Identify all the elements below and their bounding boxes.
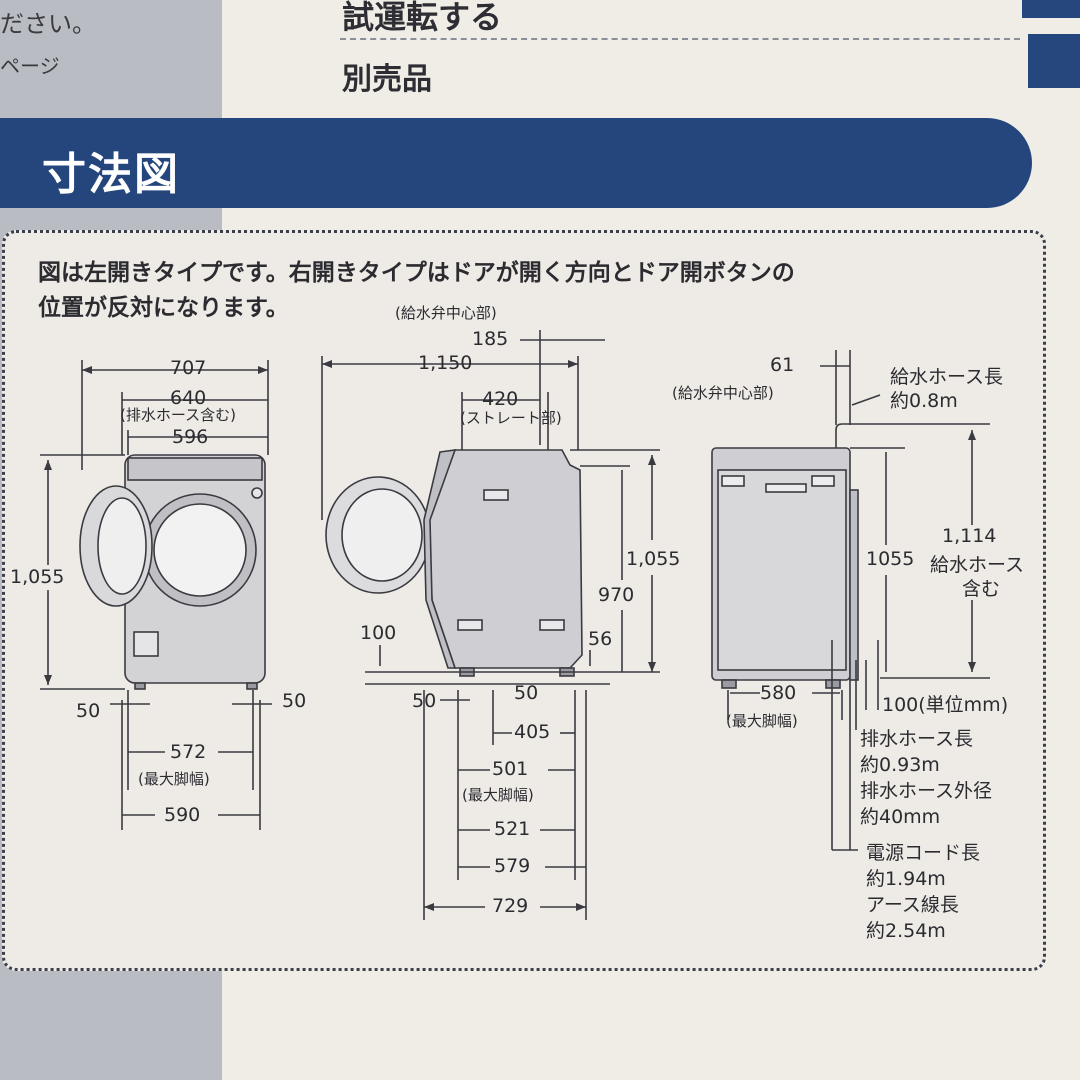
back-supply-hose-incl-2: 含む <box>962 578 1001 600</box>
side-straight-part: (ストレート部) <box>460 409 562 427</box>
section-title: 寸法図 <box>42 149 180 200</box>
page-ref-fragment: ページ <box>0 54 60 78</box>
side-dim-50-a: 50 <box>412 690 437 712</box>
side-dim-420: 420 <box>482 388 519 410</box>
note-line-2: 位置が反対になります。 <box>38 295 289 321</box>
side-dim-501: 501 <box>492 758 529 780</box>
back-dim-580: 580 <box>760 682 797 704</box>
front-hose-note: (排水ホース含む) <box>120 406 236 424</box>
back-earth-wire-length-label: アース線長 <box>866 894 959 916</box>
back-max-feet-width: (最大脚幅) <box>726 712 798 730</box>
front-width-640: 640 <box>170 387 207 409</box>
section-banner <box>0 118 1032 208</box>
back-valve-center-label: (給水弁中心部) <box>672 384 774 402</box>
back-drain-hose-diameter-value: 約40mm <box>860 806 941 828</box>
back-drain-hose-diameter-label: 排水ホース外径 <box>860 780 993 802</box>
side-dim-405: 405 <box>514 721 551 743</box>
side-dim-1055: 1,055 <box>626 548 681 570</box>
side-dim-100: 100 <box>360 622 397 644</box>
back-earth-wire-length-value: 約2.54m <box>866 920 946 942</box>
back-power-cord-length-value: 約1.94m <box>866 868 946 890</box>
side-dim-579: 579 <box>494 855 531 877</box>
previous-text-fragment: ださい。 <box>0 10 96 38</box>
back-dim-61: 61 <box>770 354 795 376</box>
front-width-596: 596 <box>172 426 209 448</box>
front-view-washer <box>79 454 266 690</box>
back-supply-hose-length-label: 給水ホース長 <box>890 366 1004 388</box>
side-dim-521: 521 <box>494 818 531 840</box>
heading-divider <box>340 38 1020 40</box>
front-offset-50-right: 50 <box>282 690 307 712</box>
index-tab-top <box>1022 0 1080 18</box>
side-dim-50-b: 50 <box>514 682 539 704</box>
back-supply-hose-incl-1: 給水ホース <box>930 554 1025 576</box>
heading-accessories: 別売品 <box>342 62 432 97</box>
front-width-707: 707 <box>170 357 207 379</box>
back-dim-100-unit: 100(単位mm) <box>882 694 1009 716</box>
front-offset-50-left: 50 <box>76 700 101 722</box>
front-feet-572: 572 <box>170 741 207 763</box>
heading-test-run: 試運転する <box>342 0 503 36</box>
side-dim-56: 56 <box>588 628 613 650</box>
note-line-1: 図は左開きタイプです。右開きタイプはドアが開く方向とドア開ボタンの <box>38 260 795 286</box>
side-view-washer <box>325 449 583 677</box>
front-max-feet-width: (最大脚幅) <box>138 770 210 788</box>
back-dim-1114: 1,114 <box>942 525 997 547</box>
back-drain-hose-length-value: 約0.93m <box>860 754 940 776</box>
front-height-1055: 1,055 <box>10 566 65 588</box>
index-tab <box>1028 34 1080 88</box>
side-max-feet-width: (最大脚幅) <box>462 786 534 804</box>
back-view-washer <box>711 423 859 689</box>
side-dim-185: 185 <box>472 328 509 350</box>
back-power-cord-length-label: 電源コード長 <box>866 842 981 864</box>
side-dim-970: 970 <box>598 584 635 606</box>
side-valve-center-label: (給水弁中心部) <box>395 304 497 322</box>
back-supply-hose-length-value: 約0.8m <box>890 390 958 412</box>
back-drain-hose-length-label: 排水ホース長 <box>860 728 974 750</box>
note-text: 図は左開きタイプです。右開きタイプはドアが開く方向とドア開ボタンの 位置が反対に… <box>38 256 795 326</box>
side-dim-1150: 1,150 <box>418 352 473 374</box>
front-base-590: 590 <box>164 804 201 826</box>
back-dim-1055: 1055 <box>866 548 915 570</box>
side-dim-729: 729 <box>492 895 529 917</box>
